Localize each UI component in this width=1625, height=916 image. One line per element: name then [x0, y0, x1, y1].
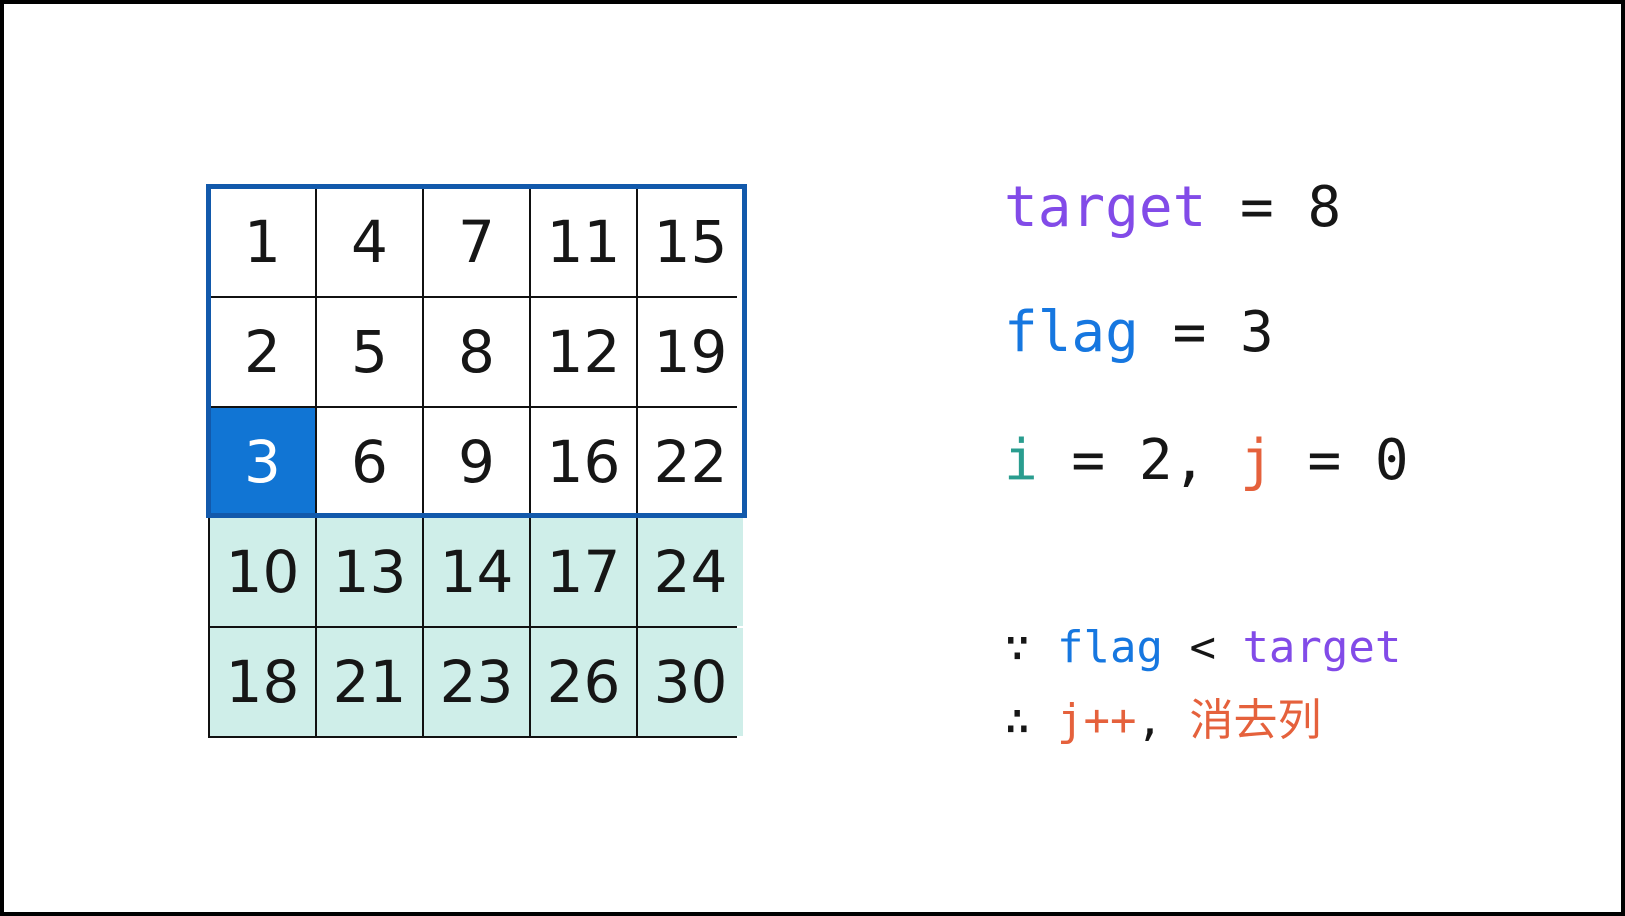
matrix-cell: 16: [531, 408, 636, 516]
because-symbol: ∵: [1004, 622, 1057, 673]
flag-value-line: flag = 3: [1004, 300, 1274, 365]
matrix-cell: 12: [531, 298, 636, 406]
because-flag: flag: [1056, 622, 1163, 673]
matrix-cell: 13: [317, 518, 422, 626]
therefore-symbol: ∴: [1004, 695, 1057, 746]
matrix-cell: 11: [531, 188, 636, 296]
matrix-cell: 4: [317, 188, 422, 296]
flag-value: = 3: [1138, 300, 1274, 365]
j-variable: j: [1240, 428, 1274, 493]
matrix-cell: 21: [317, 628, 422, 736]
matrix-cell: 8: [424, 298, 529, 406]
matrix-cell: 18: [210, 628, 315, 736]
matrix-cell: 10: [210, 518, 315, 626]
flag-variable: flag: [1004, 300, 1139, 365]
matrix-cell: 5: [317, 298, 422, 406]
index-values-line: i = 2, j = 0: [1004, 428, 1409, 493]
matrix-cell: 30: [638, 628, 743, 736]
matrix-cell: 23: [424, 628, 529, 736]
target-value-line: target = 8: [1004, 175, 1342, 240]
because-condition-line: ∵ flag < target: [1004, 622, 1402, 674]
i-variable: i: [1004, 428, 1038, 493]
matrix-cell: 24: [638, 518, 743, 626]
matrix-cell: 19: [638, 298, 743, 406]
matrix-cell: 15: [638, 188, 743, 296]
matrix-cell: 2: [210, 298, 315, 406]
therefore-action-line: ∴ j++, 消去列: [1004, 695, 1322, 747]
matrix-cell: 3: [210, 408, 315, 516]
eliminate-column-text: 消去列: [1189, 695, 1322, 746]
j-increment: j++: [1056, 695, 1137, 746]
matrix-cell: 6: [317, 408, 422, 516]
less-than-operator: <: [1162, 622, 1243, 673]
target-variable: target: [1004, 175, 1207, 240]
matrix-cell: 1: [210, 188, 315, 296]
matrix-cell: 17: [531, 518, 636, 626]
matrix-cell: 14: [424, 518, 529, 626]
j-value: = 0: [1273, 428, 1409, 493]
matrix-cell: 26: [531, 628, 636, 736]
because-target: target: [1242, 622, 1402, 673]
i-value: = 2,: [1037, 428, 1241, 493]
matrix-cell: 22: [638, 408, 743, 516]
matrix-cell: 9: [424, 408, 529, 516]
target-value: = 8: [1206, 175, 1342, 240]
comma: ,: [1136, 695, 1190, 746]
matrix-cell: 7: [424, 188, 529, 296]
